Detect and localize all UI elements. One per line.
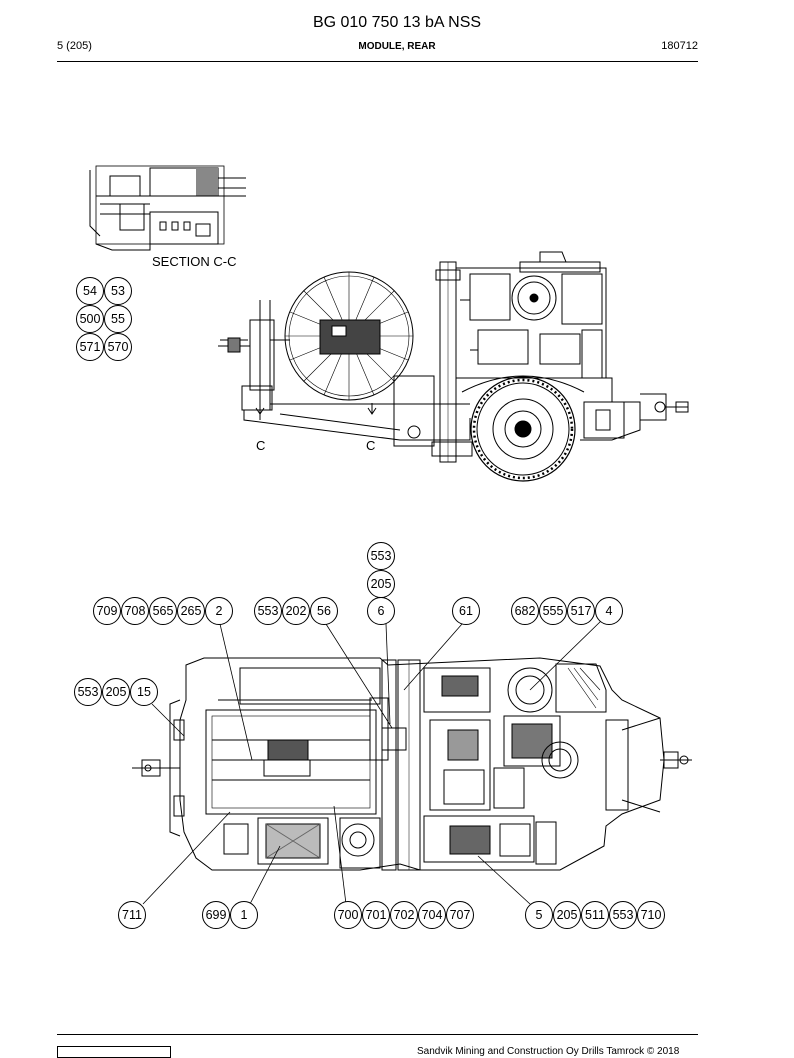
revision-date: 180712 [661,40,698,52]
callout-555: 555 [539,597,567,625]
svg-text:2: 2 [216,604,223,618]
svg-text:6: 6 [378,604,385,618]
svg-text:55: 55 [111,312,125,326]
svg-text:53: 53 [111,284,125,298]
svg-text:205: 205 [371,577,392,591]
callout-15: 15 [130,678,158,706]
svg-text:553: 553 [613,908,634,922]
svg-text:553: 553 [78,685,99,699]
section-cc-label: SECTION C-C [152,254,237,269]
sandvik-logo [57,1046,171,1058]
header-rule [57,61,698,62]
svg-text:202: 202 [286,604,307,618]
svg-text:500: 500 [80,312,101,326]
svg-text:205: 205 [106,685,127,699]
svg-text:4: 4 [606,604,613,618]
svg-text:702: 702 [394,908,415,922]
callout-699: 699 [202,901,230,929]
svg-text:61: 61 [459,604,473,618]
svg-text:555: 555 [543,604,564,618]
svg-text:570: 570 [108,340,129,354]
callout-202: 202 [282,597,310,625]
svg-text:1: 1 [241,908,248,922]
callout-55: 55 [104,305,132,333]
svg-text:5: 5 [536,908,543,922]
callout-553-stack: 553 [367,542,395,570]
callout-205-c: 205 [102,678,130,706]
callout-710: 710 [637,901,665,929]
svg-text:15: 15 [137,685,151,699]
callout-4: 4 [595,597,623,625]
callout-205-stack: 205 [367,570,395,598]
svg-text:571: 571 [80,340,101,354]
section-cc-detail [89,165,246,251]
side-view-machine [218,251,689,482]
footer-copyright: Sandvik Mining and Construction Oy Drill… [417,1046,680,1057]
callout-711: 711 [118,901,146,929]
callout-565: 565 [149,597,177,625]
callout-553-c: 553 [74,678,102,706]
svg-text:707: 707 [450,908,471,922]
page-number: 5 (205) [57,40,92,52]
callout-5: 5 [525,901,553,929]
callout-702: 702 [390,901,418,929]
callout-511: 511 [581,901,609,929]
svg-text:708: 708 [125,604,146,618]
svg-text:205: 205 [557,908,578,922]
svg-text:517: 517 [571,604,592,618]
callout-54: 54 [76,277,104,305]
svg-text:265: 265 [181,604,202,618]
module-title: MODULE, REAR [358,41,436,52]
svg-text:54: 54 [83,284,97,298]
document-code: BG 010 750 13 bA NSS [312,14,482,31]
svg-text:711: 711 [122,908,142,922]
svg-text:701: 701 [366,908,387,922]
callout-570: 570 [104,333,132,361]
svg-text:682: 682 [515,604,536,618]
callout-500: 500 [76,305,104,333]
callout-701: 701 [362,901,390,929]
callout-517: 517 [567,597,595,625]
svg-text:553: 553 [258,604,279,618]
callout-708: 708 [121,597,149,625]
callout-682: 682 [511,597,539,625]
top-view-machine [132,657,692,871]
callout-53: 53 [104,277,132,305]
callout-6: 6 [367,597,395,625]
callout-205-d: 205 [553,901,581,929]
callout-2: 2 [205,597,233,625]
callout-265: 265 [177,597,205,625]
callout-553-b: 553 [254,597,282,625]
callout-56: 56 [310,597,338,625]
svg-text:700: 700 [338,908,359,922]
callout-709: 709 [93,597,121,625]
callout-700: 700 [334,901,362,929]
svg-text:553: 553 [371,549,392,563]
callout-571: 571 [76,333,104,361]
svg-text:699: 699 [206,908,227,922]
footer-rule [57,1034,698,1035]
svg-text:710: 710 [641,908,662,922]
callout-1: 1 [230,901,258,929]
leader-lines [142,619,603,905]
callout-553-d: 553 [609,901,637,929]
svg-text:709: 709 [97,604,118,618]
cut-mark-right: C [366,438,375,453]
svg-text:511: 511 [585,908,605,922]
svg-text:704: 704 [422,908,443,922]
callout-61: 61 [452,597,480,625]
callout-707: 707 [446,901,474,929]
svg-text:56: 56 [317,604,331,618]
callout-704: 704 [418,901,446,929]
cut-mark-left: C [256,438,265,453]
svg-text:565: 565 [153,604,174,618]
